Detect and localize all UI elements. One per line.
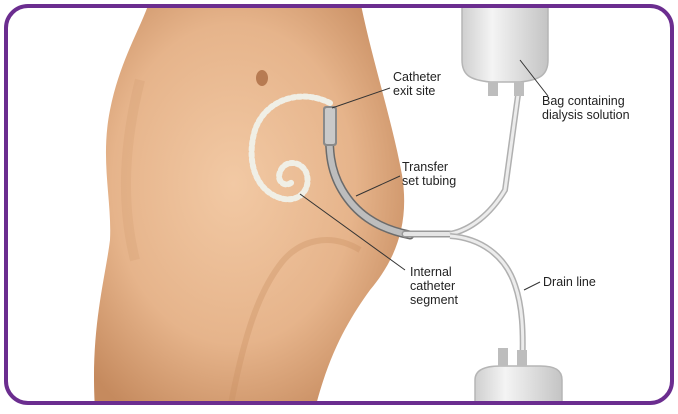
label-line: dialysis solution xyxy=(542,108,630,122)
label-internal-catheter-segment: Internal catheter segment xyxy=(410,265,458,307)
label-line: Drain line xyxy=(543,275,596,289)
label-line: segment xyxy=(410,293,458,307)
label-line: Catheter xyxy=(393,70,441,84)
label-line: Bag containing xyxy=(542,94,630,108)
label-catheter-exit-site: Catheter exit site xyxy=(393,70,441,98)
label-line: Transfer xyxy=(402,160,456,174)
leader-drain xyxy=(524,282,540,290)
label-transfer-set-tubing: Transfer set tubing xyxy=(402,160,456,188)
navel xyxy=(256,70,268,86)
label-bag-dialysis-solution: Bag containing dialysis solution xyxy=(542,94,630,122)
label-line: set tubing xyxy=(402,174,456,188)
dialysis-solution-bag xyxy=(462,0,548,82)
label-line: exit site xyxy=(393,84,441,98)
label-line: catheter xyxy=(410,279,458,293)
drain-line-tube xyxy=(450,236,523,370)
label-line: Internal xyxy=(410,265,458,279)
label-drain-line: Drain line xyxy=(543,275,596,289)
